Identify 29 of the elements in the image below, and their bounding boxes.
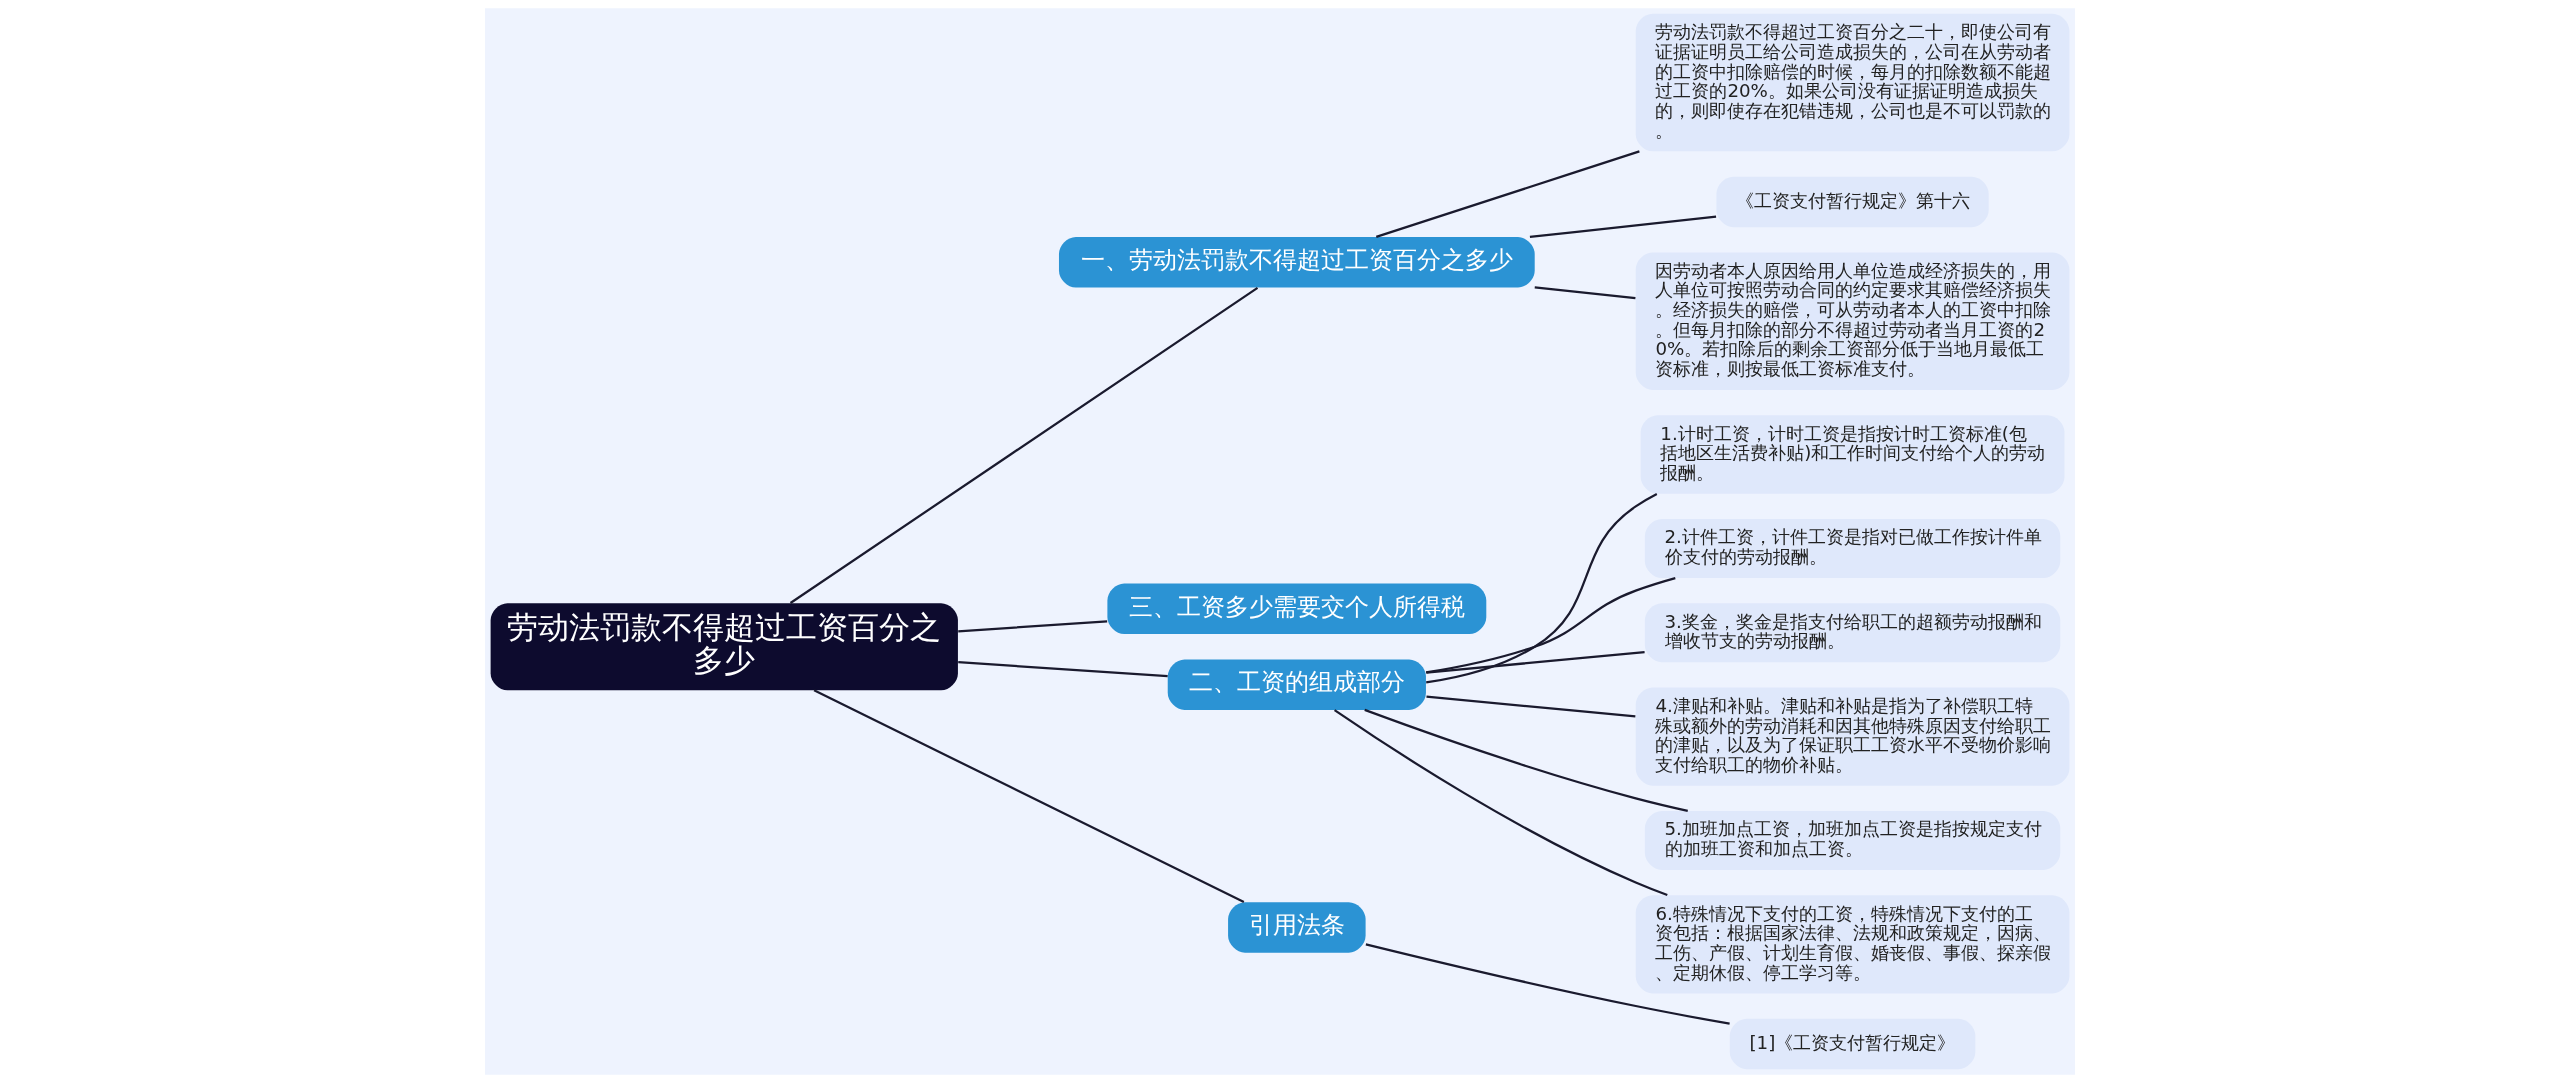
connector [1333, 709, 1668, 897]
connector [958, 661, 1168, 678]
connector [1529, 215, 1717, 239]
connector [1426, 651, 1645, 674]
node-box: 3.奖金，奖金是指支付给职工的超额劳动报酬和增收节支的劳动报酬。 [1644, 603, 2061, 663]
connector [789, 286, 1259, 604]
connector [1364, 708, 1688, 812]
node-box: 三、工资多少需要交个人所得税 [1107, 583, 1487, 635]
node-box: 一、劳动法罚款不得超过工资百分之多少 [1058, 236, 1535, 288]
node-box: 6.特殊情况下支付的工资，特殊情况下支付的工资包括：根据国家法律、法规和政策规定，因病、工伤、产假、计划生育假、婚丧假、事假、探亲假、定期休假、停工学习等。 [1635, 895, 2070, 994]
node-box: 劳动法罚款不得超过工资百分之多少 [490, 603, 958, 691]
node-box: 1.计时工资，计时工资是指按计时工资标准(包括地区生活费补贴)和工作时间支付给个人的劳动报酬。 [1640, 415, 2065, 494]
node-box: 4.津贴和补贴。津贴和补贴是指为了补偿职工特殊或额外的劳动消耗和因其他特殊原因支付给职工的津贴，以及为了保证职工工资水平不受物价影响支付给职工的物价补贴。 [1635, 687, 2070, 786]
connector [1365, 943, 1730, 1025]
node-box: 5.加班加点工资，加班加点工资是指按规定支付的加班工资和加点工资。 [1644, 810, 2061, 870]
connector [1426, 695, 1636, 718]
node-box: 《工资支付暂行规定》第十六 [1716, 176, 1989, 228]
node-box: 二、工资的组成部分 [1167, 659, 1426, 710]
connector [1534, 286, 1636, 300]
node-box: 引用法条 [1228, 902, 1366, 953]
node-box: 因劳动者本人原因给用人单位造成经济损失的，用人单位可按照劳动合同的约定要求其赔偿经济损失。经济损失的赔偿，可从劳动者本人的工资中扣除。但每月扣除的部分不得超过劳动者当月工资的20%。若扣除后的剩余工资部分低于当地月最低工资标准，则按最低工资标准支付。 [1635, 252, 2070, 390]
connector [1425, 577, 1676, 674]
node-box: [1]《工资支付暂行规定》 [1729, 1018, 1976, 1070]
node-box: 劳动法罚款不得超过工资百分之二十，即使公司有证据证明员工给公司造成损失的，公司在从劳动者的工资中扣除赔偿的时候，每月的扣除数额不能超过工资的20%。如果公司没有证据证明造成损失的，则即使存在犯错违规，公司也是不可以罚款的。 [1635, 13, 2070, 152]
connector [958, 620, 1108, 633]
connector [1375, 150, 1640, 238]
node-box: 2.计件工资，计件工资是指对已做工作按计件单价支付的劳动报酬。 [1644, 519, 2061, 578]
connector [1426, 493, 1658, 684]
connector [813, 689, 1245, 904]
